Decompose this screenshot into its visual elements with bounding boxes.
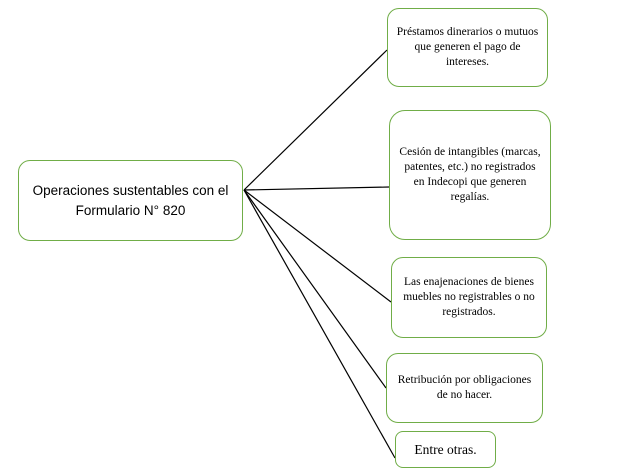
item-node-label: Las enajenaciones de bienes muebles no r… xyxy=(403,276,535,318)
connector-line-5 xyxy=(243,189,396,459)
item-node-retribucion: Retribución por obligaciones de no hacer… xyxy=(386,353,543,423)
connector-line-4 xyxy=(243,189,387,389)
item-node-otras: Entre otras. xyxy=(395,431,496,468)
connector-line-1 xyxy=(243,49,388,191)
root-node: Operaciones sustentables con el Formular… xyxy=(18,160,243,241)
item-node-label: Préstamos dinerarios o mutuos que genere… xyxy=(396,26,539,68)
item-node-label: Entre otras. xyxy=(414,442,477,457)
item-node-enajenaciones: Las enajenaciones de bienes muebles no r… xyxy=(391,257,547,338)
item-node-label: Retribución por obligaciones de no hacer… xyxy=(397,374,532,401)
root-node-label: Operaciones sustentables con el Formular… xyxy=(32,182,229,218)
connector-line-3 xyxy=(243,189,392,303)
connector-line-2 xyxy=(243,186,390,191)
item-node-label: Cesión de intangibles (marcas, patentes,… xyxy=(399,146,541,203)
item-node-prestamos: Préstamos dinerarios o mutuos que genere… xyxy=(387,8,548,87)
item-node-intangibles: Cesión de intangibles (marcas, patentes,… xyxy=(389,110,551,240)
